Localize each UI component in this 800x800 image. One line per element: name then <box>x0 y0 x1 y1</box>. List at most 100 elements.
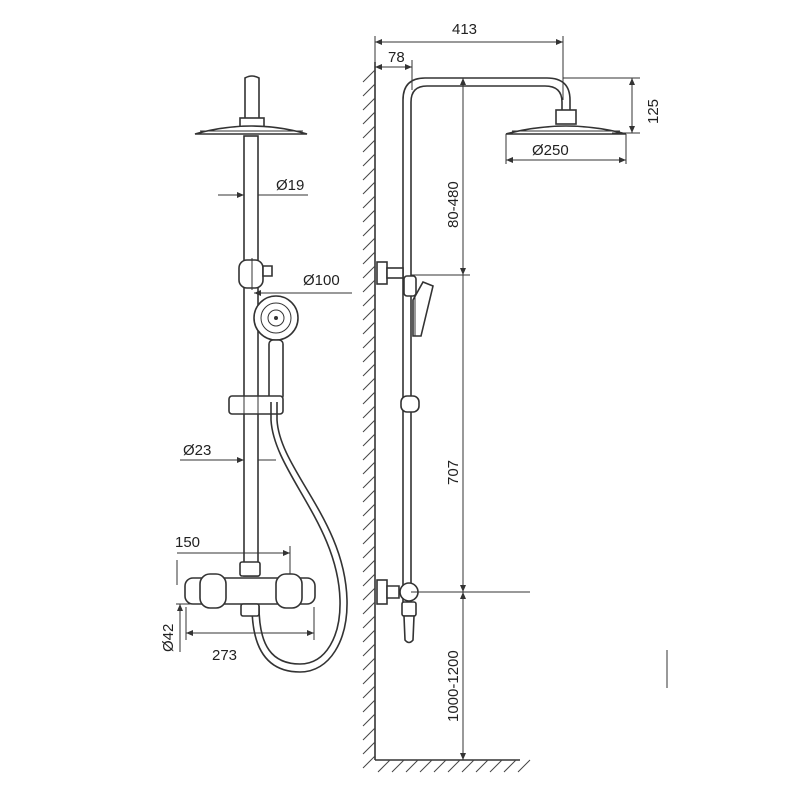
wall-hatch-line <box>362 279 376 293</box>
wall-hatch-line <box>362 755 376 769</box>
wall-hatch-line <box>362 167 376 181</box>
wall-hatch-line <box>362 209 376 223</box>
dim-outlet-spacing-label: 150 <box>175 534 200 551</box>
dim-head-height-label: 125 <box>645 99 662 124</box>
wall-hatch-line <box>362 83 376 97</box>
side-rain-shower-head <box>505 109 627 135</box>
wall-hatch-line <box>362 559 376 573</box>
dim-outlet-spacing: 150 <box>175 534 291 585</box>
floor-hatch-line <box>391 759 405 773</box>
wall-hatch-line <box>362 573 376 587</box>
wall-hatch-line <box>362 503 376 517</box>
side-hand-shower <box>403 275 434 337</box>
floor-hatch-line <box>377 759 391 773</box>
dim-projection: 413 <box>374 21 564 100</box>
wall-hatch-line <box>362 475 376 489</box>
wall-hatch-line <box>362 489 376 503</box>
side-wall <box>362 62 376 769</box>
dim-adjust-range-label: 80-480 <box>445 181 462 228</box>
wall-hatch-line <box>362 237 376 251</box>
floor-hatch-line <box>447 759 461 773</box>
wall-hatch-line <box>362 391 376 405</box>
dim-slider-diameter: Ø23 <box>180 442 276 463</box>
wall-hatch-line <box>362 125 376 139</box>
dim-slider-label: Ø23 <box>183 442 211 459</box>
front-slider <box>228 395 284 415</box>
dim-wall-offset: 78 <box>375 49 413 90</box>
wall-hatch-line <box>362 671 376 685</box>
wall-hatch-line <box>362 307 376 321</box>
dim-head-height: 125 <box>563 77 662 134</box>
dim-inlet-diameter: Ø42 <box>160 603 200 652</box>
dim-hand-shower-diameter: Ø100 <box>254 272 352 296</box>
wall-hatch-line <box>362 727 376 741</box>
wall-hatch-line <box>362 643 376 657</box>
wall-hatch-line <box>362 713 376 727</box>
wall-hatch-line <box>362 741 376 755</box>
wall-hatch-line <box>362 601 376 615</box>
wall-hatch-line <box>362 265 376 279</box>
wall-hatch-line <box>362 293 376 307</box>
front-top-pipe <box>244 75 260 121</box>
front-hose-inner <box>258 402 341 665</box>
dim-bar-length-label: 707 <box>445 460 462 485</box>
wall-hatch-line <box>362 181 376 195</box>
dim-head-diameter-label: Ø250 <box>532 142 569 159</box>
wall-hatch-line <box>362 349 376 363</box>
floor-hatch-line <box>433 759 447 773</box>
wall-hatch-line <box>362 111 376 125</box>
dim-inlet-label: Ø42 <box>160 624 177 652</box>
dim-valve-width: 273 <box>185 607 315 664</box>
dim-pipe-label: Ø19 <box>276 177 304 194</box>
side-mixer-valve <box>376 579 419 644</box>
wall-hatch-line <box>362 335 376 349</box>
wall-hatch-line <box>362 97 376 111</box>
floor-hatch-line <box>489 759 503 773</box>
dim-valve-width-label: 273 <box>212 647 237 664</box>
wall-hatch-line <box>362 685 376 699</box>
wall-hatch-line <box>362 433 376 447</box>
wall-hatch-line <box>362 405 376 419</box>
wall-hatch-line <box>362 363 376 377</box>
side-vertical-dimensions: 80-480 707 1000-1200 <box>445 78 466 760</box>
dim-wall-offset-label: 78 <box>388 49 405 66</box>
wall-hatch-line <box>362 377 376 391</box>
front-riser-pipe <box>243 135 259 577</box>
wall-hatch-line <box>362 531 376 545</box>
wall-hatch-line <box>362 419 376 433</box>
wall-hatch-line <box>362 251 376 265</box>
wall-hatch-line <box>362 223 376 237</box>
side-view: 413 78 125 Ø250 <box>362 21 668 773</box>
wall-hatch-line <box>362 461 376 475</box>
wall-hatch-line <box>362 545 376 559</box>
front-view: Ø19 Ø100 <box>160 75 352 673</box>
front-mixer-valve <box>184 561 316 617</box>
wall-hatch-line <box>362 615 376 629</box>
floor-hatch-line <box>503 759 517 773</box>
wall-hatch-line <box>362 629 376 643</box>
floor-hatch-line <box>419 759 433 773</box>
floor-hatch-line <box>461 759 475 773</box>
wall-hatch-line <box>362 517 376 531</box>
front-hand-shower <box>253 295 299 401</box>
dim-projection-label: 413 <box>452 21 477 38</box>
side-shower-arm-inner <box>410 85 563 615</box>
front-rain-shower-head <box>194 117 308 135</box>
front-hose-outer <box>251 402 348 673</box>
wall-hatch-line <box>362 587 376 601</box>
wall-hatch-line <box>362 153 376 167</box>
dim-pipe-diameter: Ø19 <box>218 177 308 198</box>
floor-hatch-line <box>517 759 531 773</box>
floor-hatch-line <box>405 759 419 773</box>
wall-hatch-line <box>362 657 376 671</box>
front-hand-shower-holder <box>238 258 273 290</box>
wall-hatch-line <box>362 321 376 335</box>
side-upper-wall-bracket <box>376 261 470 285</box>
wall-hatch-line <box>362 69 376 83</box>
side-slider <box>400 395 420 413</box>
dim-head-diameter: Ø250 <box>505 134 627 164</box>
floor-hatch-line <box>475 759 489 773</box>
dim-hand-shower-label: Ø100 <box>303 272 340 289</box>
wall-hatch-line <box>362 139 376 153</box>
wall-hatch-line <box>362 195 376 209</box>
